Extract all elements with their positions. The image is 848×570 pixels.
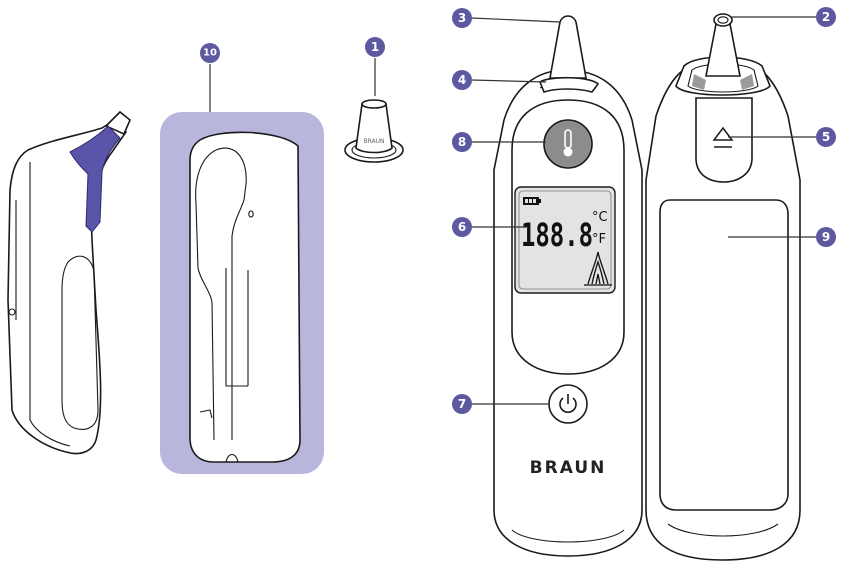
svg-text:9: 9 (822, 230, 830, 244)
callout-3: 3 (452, 8, 472, 28)
callout-6: 6 (452, 217, 472, 237)
callout-5: 5 (816, 127, 836, 147)
callout-1: 1 (365, 37, 385, 57)
callout-7: 7 (452, 394, 472, 414)
svg-text:4: 4 (458, 73, 466, 87)
callout-10: 10 (200, 43, 220, 63)
cap-logo-text: BRAUN (363, 138, 384, 145)
display-reading: 188.8 (521, 216, 593, 254)
svg-text:10: 10 (203, 48, 217, 59)
svg-text:1: 1 (371, 40, 379, 54)
probe-cover: BRAUN (345, 100, 403, 162)
device-logo: BRAUN (530, 458, 607, 478)
battery-cover[interactable] (660, 200, 788, 510)
unit-celsius: °C (592, 210, 608, 225)
svg-text:7: 7 (458, 397, 466, 411)
svg-text:5: 5 (822, 130, 830, 144)
svg-text:3: 3 (458, 11, 466, 25)
front-view: 188.8 °C °F BRAUN (494, 16, 642, 556)
svg-text:2: 2 (822, 10, 830, 24)
battery-icon (523, 197, 541, 205)
side-view (8, 112, 130, 454)
callout-9: 9 (816, 227, 836, 247)
callout-2: 2 (816, 7, 836, 27)
measurement-button[interactable] (544, 120, 592, 168)
protective-cap (160, 112, 324, 474)
svg-text:6: 6 (458, 220, 466, 234)
svg-text:8: 8 (458, 135, 466, 149)
back-view (646, 14, 800, 560)
unit-fahrenheit: °F (592, 232, 606, 247)
callout-4: 4 (452, 70, 472, 90)
callout-8: 8 (452, 132, 472, 152)
